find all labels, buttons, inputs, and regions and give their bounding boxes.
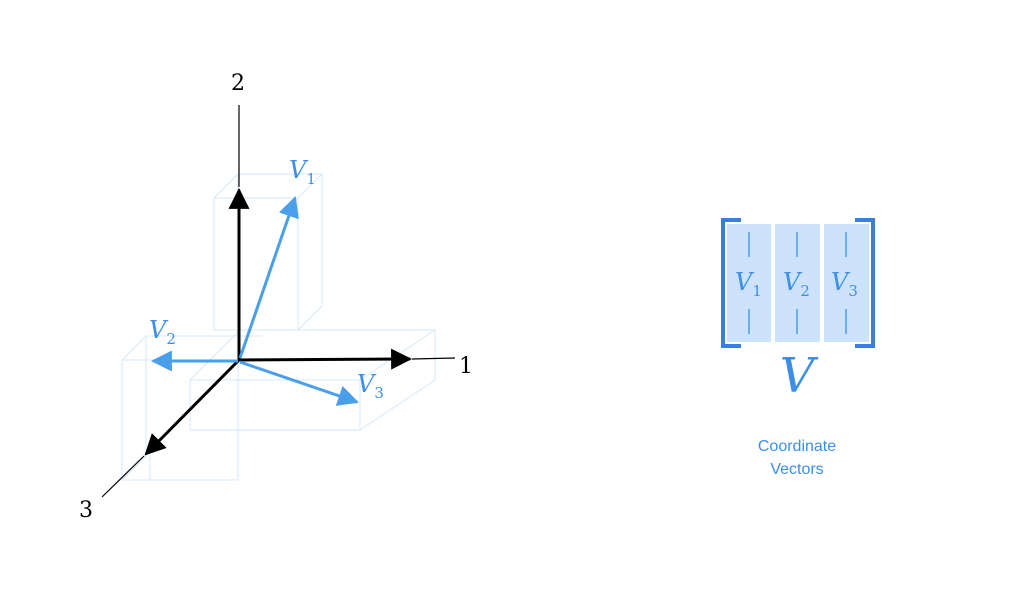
matrix-bracket-right: [855, 218, 875, 348]
axis-label-1: 1: [459, 354, 473, 379]
matrix-v: V1 V2 V3: [721, 218, 875, 348]
vector-v1: [238, 196, 299, 359]
axis-1: [238, 348, 456, 370]
matrix-label-v3: V3: [831, 268, 858, 300]
vector-label-v3: V3: [357, 370, 384, 402]
caption-line-1: Coordinate: [758, 438, 836, 455]
matrix-bracket-left: [721, 218, 741, 348]
matrix-label-v1: V1: [735, 268, 762, 300]
vector-label-v1: V1: [289, 156, 316, 188]
axis-label-3: 3: [79, 498, 93, 523]
matrix-name: V: [780, 348, 819, 404]
guide-lines: [121, 173, 437, 481]
axis-3: [101, 358, 241, 498]
axis-label-2: 2: [231, 71, 245, 96]
caption-line-2: Vectors: [770, 461, 823, 478]
vector-label-v2: V2: [149, 316, 176, 348]
matrix-label-v2: V2: [783, 268, 810, 300]
vector-v3: [239, 360, 359, 406]
